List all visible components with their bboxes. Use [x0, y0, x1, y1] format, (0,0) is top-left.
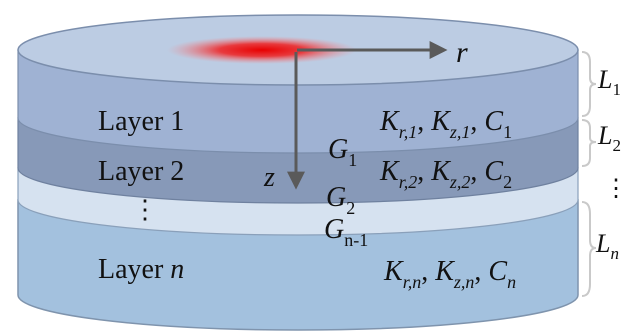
brace-l2 — [581, 119, 597, 167]
layer-n-properties: Kr,n, Kz,n, Cn — [383, 256, 516, 292]
brace-ln — [581, 201, 597, 297]
interface-g1-label: G1 — [328, 134, 357, 170]
layer-n-label: Layer n — [98, 254, 184, 285]
interface-g2-label: G2 — [326, 182, 355, 218]
layer-ellipsis-left: ⋮ — [132, 195, 158, 224]
layer-2-properties: Kr,2, Kz,2, C2 — [379, 156, 512, 192]
layer-1-label: Layer 1 — [98, 106, 184, 137]
heat-source-spot — [167, 36, 357, 64]
thickness-ellipsis-right: ⋮ — [604, 176, 624, 202]
thickness-ln-label: Ln — [595, 229, 619, 263]
interface-gn-1-label: Gn-1 — [324, 214, 368, 250]
layer-2-label: Layer 2 — [98, 156, 184, 187]
layer-n-body — [17, 199, 579, 331]
z-axis-label: z — [263, 162, 275, 193]
thickness-l2-label: L2 — [597, 121, 621, 155]
brace-l1 — [581, 51, 597, 117]
thickness-l1-label: L1 — [597, 65, 621, 99]
r-axis-label: r — [456, 36, 468, 69]
layer-1-properties: Kr,1, Kz,1, C1 — [379, 106, 512, 142]
